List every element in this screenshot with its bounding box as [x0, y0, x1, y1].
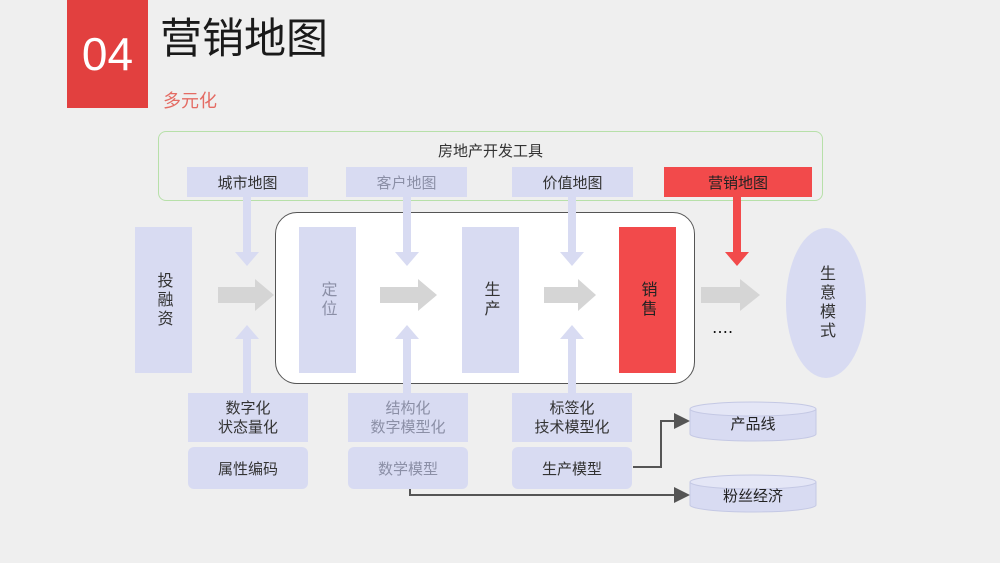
method-label: 标签化 技术模型化 — [512, 393, 632, 442]
connector-production-to-productline — [633, 413, 690, 468]
down-arrow-city — [235, 197, 259, 266]
tool-marketing-map: 营销地图 — [664, 167, 812, 197]
flow-arrow-2 — [380, 279, 437, 311]
down-arrows — [235, 197, 584, 266]
flow-arrow-4 — [701, 279, 760, 311]
up-arrows — [235, 325, 584, 393]
tools-group-title: 房地产开发工具 — [437, 142, 543, 160]
down-arrow-customer — [395, 197, 419, 266]
stage-position: 定位 — [299, 227, 356, 373]
page-subtitle: 多元化 — [163, 91, 217, 112]
business-model-label: 生意模式 — [817, 265, 836, 341]
business-model-ellipse: 生意模式 — [786, 228, 866, 378]
tool-customer-map: 客户地图 — [346, 167, 467, 197]
flow-arrow-3 — [544, 279, 596, 311]
cylinder-fan-economy — [689, 474, 817, 513]
stage-invest: 投融资 — [135, 227, 192, 373]
down-arrow-value — [560, 197, 584, 266]
up-arrow-structure — [395, 325, 419, 393]
up-arrow-digitize — [235, 325, 259, 393]
output-fan-economy: 粉丝经济 — [722, 487, 783, 505]
model-math: 数学模型 — [348, 447, 468, 489]
flow-arrow-1 — [218, 279, 274, 311]
tool-value-map: 价值地图 — [512, 167, 633, 197]
page-title: 营销地图 — [160, 14, 329, 63]
connector-math-to-fans — [409, 487, 690, 503]
stage-invest-label: 投融资 — [154, 271, 174, 329]
stage-produce: 生产 — [462, 227, 519, 373]
method-structure: 结构化 数字模型化 — [348, 393, 468, 442]
cylinder-product-line — [689, 401, 817, 442]
stage-produce-label: 生产 — [481, 281, 501, 319]
model-attribute-code: 属性编码 — [188, 447, 308, 489]
tool-city-map: 城市地图 — [187, 167, 308, 197]
stage-sales-label: 销售 — [638, 281, 658, 319]
down-arrow-marketing — [725, 197, 749, 266]
method-digitize: 数字化 状态量化 — [188, 393, 308, 442]
stage-position-label: 定位 — [318, 281, 338, 319]
stage-sales: 销售 — [619, 227, 676, 373]
ellipsis-text: …. — [712, 318, 734, 337]
output-product-line: 产品线 — [730, 415, 776, 433]
model-production: 生产模型 — [512, 447, 632, 489]
slide-number: 04 — [67, 0, 148, 108]
up-arrow-label — [560, 325, 584, 393]
tools-frame — [158, 131, 823, 201]
flow-arrows — [218, 279, 760, 311]
